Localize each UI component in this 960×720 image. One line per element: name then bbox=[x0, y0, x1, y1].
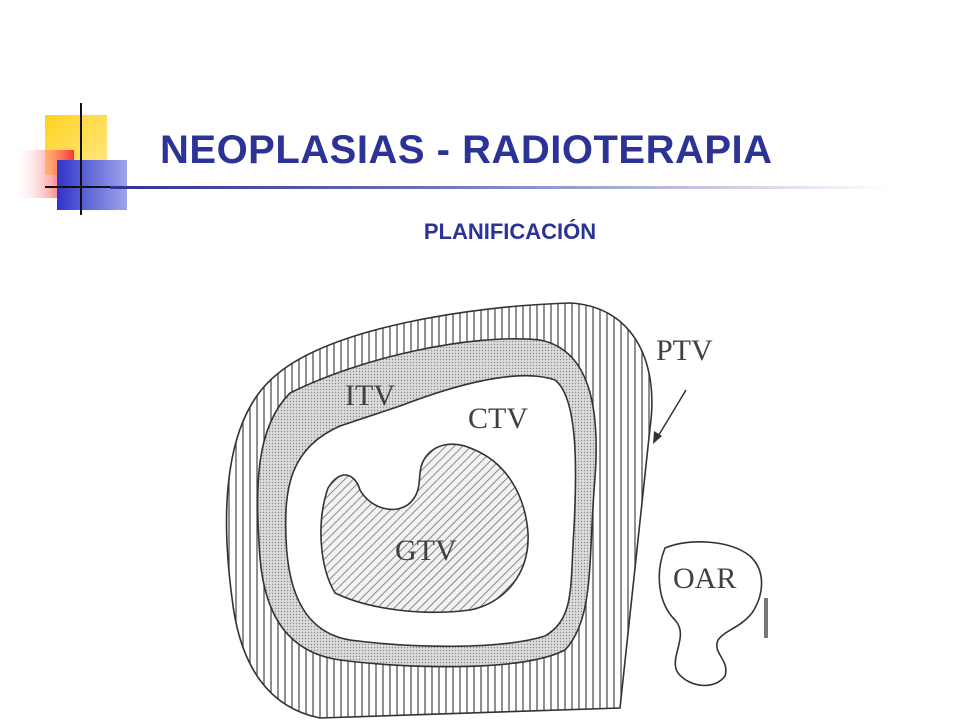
label-gtv: GTV bbox=[395, 534, 457, 567]
corner-decoration bbox=[12, 103, 130, 215]
oar-region bbox=[658, 541, 763, 687]
ptv-arrow-head bbox=[653, 431, 662, 444]
target-volumes-diagram: PTV ITV CTV GTV OAR bbox=[225, 302, 768, 719]
label-oar: OAR bbox=[673, 562, 736, 595]
ptv-arrow bbox=[656, 389, 687, 439]
slide-title: NEOPLASIAS - RADIOTERAPIA bbox=[160, 128, 773, 172]
deco-blue-square bbox=[57, 160, 127, 210]
title-underline bbox=[110, 186, 890, 189]
label-ptv: PTV bbox=[656, 334, 713, 367]
label-itv: ITV bbox=[345, 379, 395, 412]
label-ctv: CTV bbox=[468, 402, 528, 435]
slide-subtitle: PLANIFICACIÓN bbox=[423, 219, 597, 244]
gtv-region bbox=[320, 443, 529, 614]
